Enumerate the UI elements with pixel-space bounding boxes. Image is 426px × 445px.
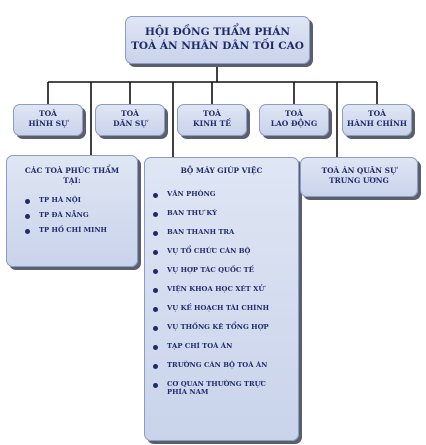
court-label-prefix: TOÀ <box>203 109 221 118</box>
support-apparatus-list: VĂN PHÒNG BAN THƯ KÝ BAN THANH TRA VỤ TỔ… <box>153 190 298 399</box>
list-item: BAN THƯ KÝ <box>153 209 298 228</box>
court-label-name: DÂN SỰ <box>113 119 147 128</box>
support-apparatus-title: BỘ MÁY GIÚP VIỆC <box>180 166 263 175</box>
list-item: CƠ QUAN THƯỜNG TRỰC PHÍA NAM <box>153 380 277 399</box>
military-court-line-1: TOÀ ÁN QUÂN SỰ <box>321 166 397 175</box>
appeal-courts-title-1: CÁC TOÀ PHÚC THẨM <box>24 166 120 175</box>
court-economic: TOÀ KINH TẾ <box>177 104 247 136</box>
military-court-line-2: TRUNG ƯƠNG <box>329 176 389 185</box>
list-item: TP ĐÀ NẴNG <box>25 211 137 226</box>
list-item: VỤ TỔ CHỨC CÁN BỘ <box>153 247 298 266</box>
list-item: VỤ HỢP TÁC QUỐC TẾ <box>153 266 298 285</box>
title-line-1: HỘI ĐỒNG THẨM PHÁN <box>145 26 290 38</box>
support-apparatus-box: BỘ MÁY GIÚP VIỆC VĂN PHÒNG BAN THƯ KÝ BA… <box>144 157 299 441</box>
court-label-name: HÀNH CHÍNH <box>347 119 407 128</box>
court-label-name: HÌNH SỰ <box>28 119 68 128</box>
list-item: TP HÀ NỘI <box>25 196 137 211</box>
court-administrative: TOÀ HÀNH CHÍNH <box>342 104 412 136</box>
court-criminal: TOÀ HÌNH SỰ <box>13 104 83 136</box>
list-item: VỤ THỐNG KÊ TỔNG HỢP <box>153 323 298 342</box>
court-label-prefix: TOÀ <box>39 109 57 118</box>
court-label-prefix: TOÀ <box>368 109 386 118</box>
list-item: VỤ KẾ HOẠCH TÀI CHÍNH <box>153 304 298 323</box>
list-item: TẠP CHÍ TOÀ ÁN <box>153 342 298 361</box>
list-item: VIỆN KHOA HỌC XÉT XỬ <box>153 285 298 304</box>
list-item: BAN THANH TRA <box>153 228 298 247</box>
central-military-court-box: TOÀ ÁN QUÂN SỰ TRUNG ƯƠNG <box>300 157 418 197</box>
court-labor: TOÀ LAO ĐỘNG <box>259 104 329 136</box>
list-item: VĂN PHÒNG <box>153 190 298 209</box>
court-label-name: KINH TẾ <box>193 119 231 128</box>
court-label-prefix: TOÀ <box>285 109 303 118</box>
title-line-2: TOÀ ÁN NHÂN DÂN TỐI CAO <box>131 40 304 52</box>
court-label-name: LAO ĐỘNG <box>270 119 318 128</box>
appeal-courts-box: CÁC TOÀ PHÚC THẨM TẠI: TP HÀ NỘI TP ĐÀ N… <box>6 155 138 267</box>
supreme-court-council-box: HỘI ĐỒNG THẨM PHÁN TOÀ ÁN NHÂN DÂN TỐI C… <box>125 16 310 64</box>
list-item: TRƯỜNG CÁN BỘ TOÀ ÁN <box>153 361 298 380</box>
appeal-courts-list: TP HÀ NỘI TP ĐÀ NẴNG TP HỒ CHÍ MINH <box>25 196 137 241</box>
court-label-prefix: TOÀ <box>121 109 139 118</box>
court-civil: TOÀ DÂN SỰ <box>95 104 165 136</box>
list-item: TP HỒ CHÍ MINH <box>25 226 137 241</box>
appeal-courts-title-2: TẠI: <box>63 176 81 185</box>
